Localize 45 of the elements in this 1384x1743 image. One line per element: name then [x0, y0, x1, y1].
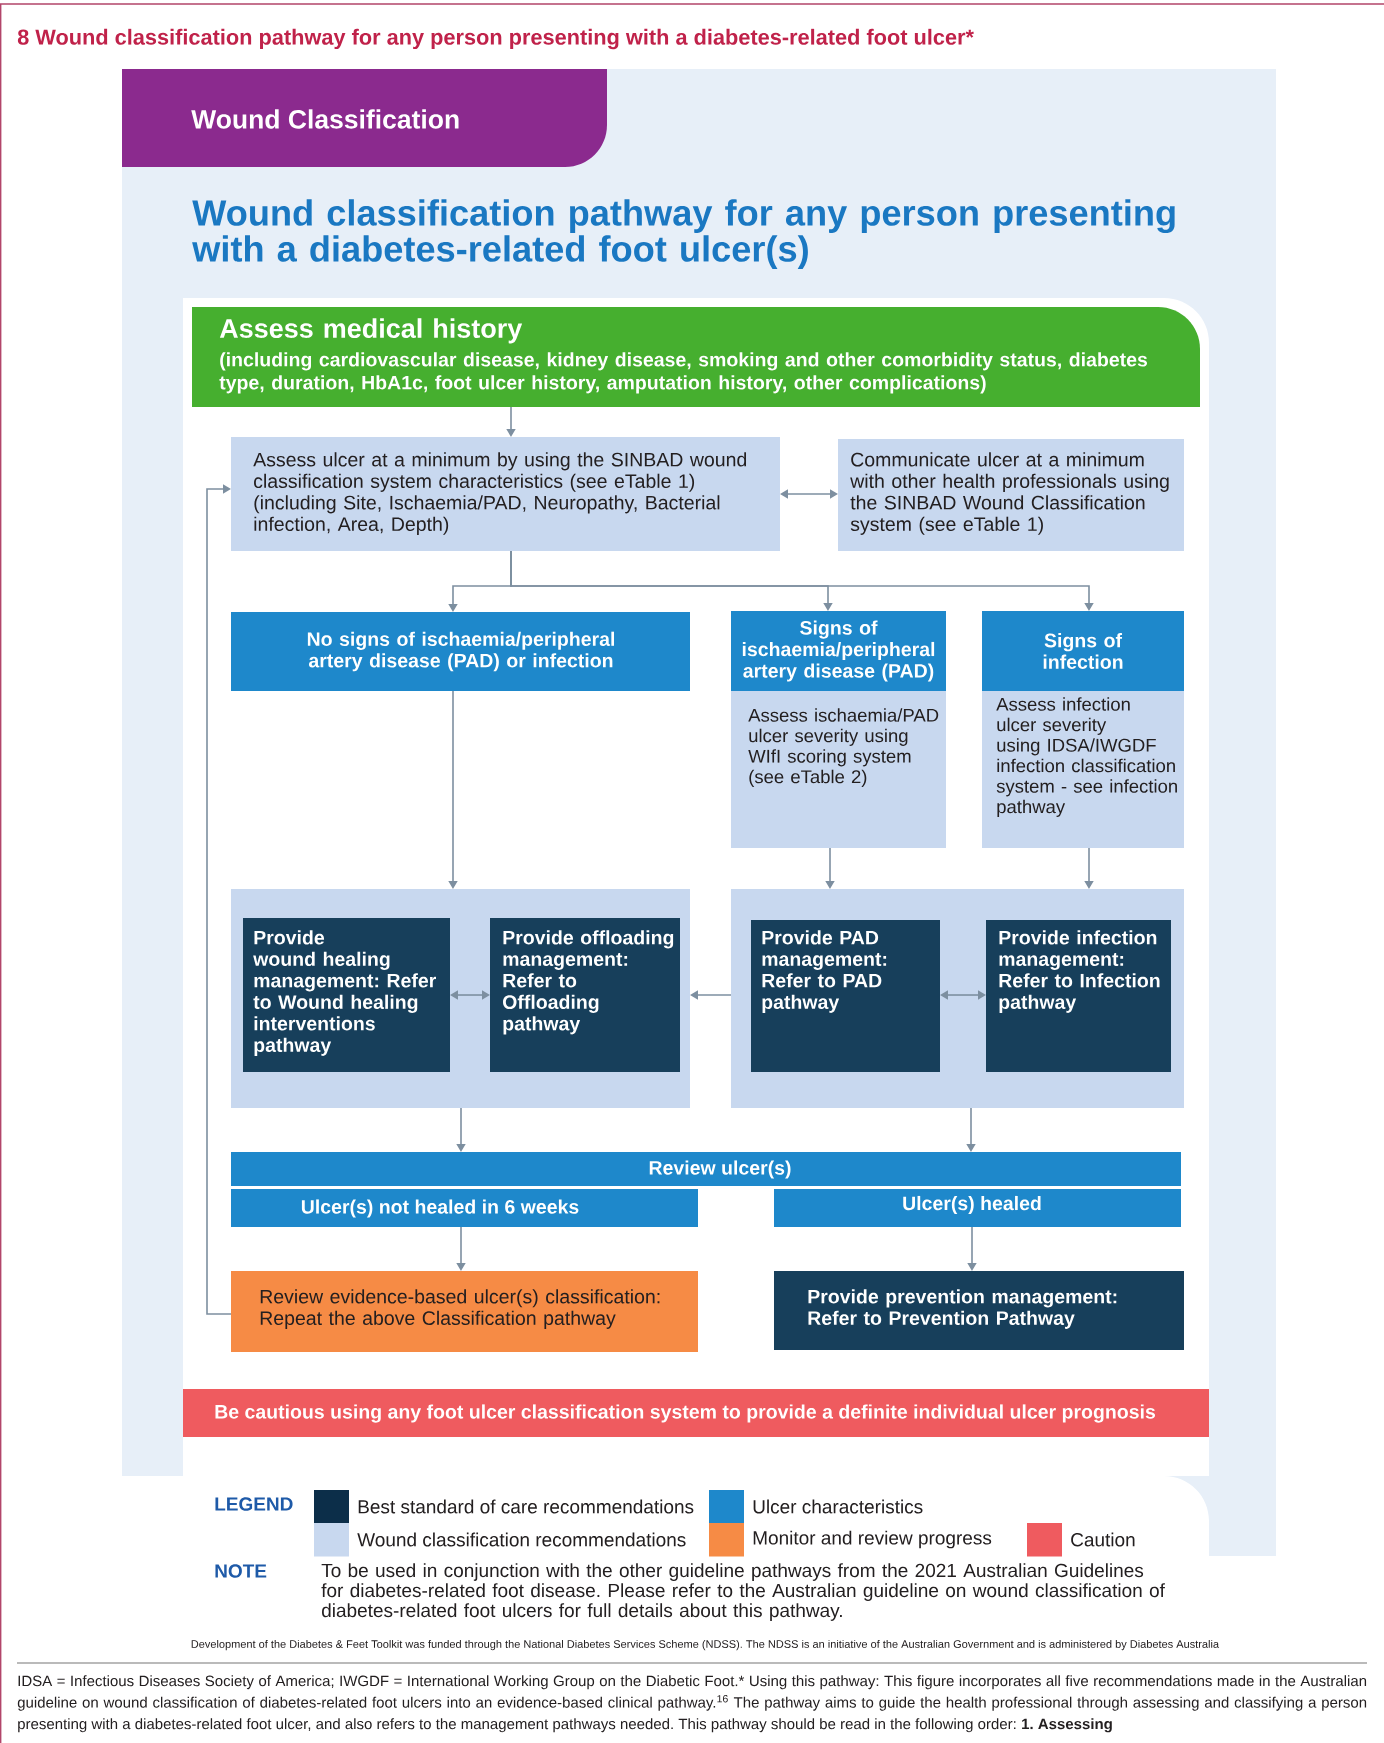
double-arrow: [450, 990, 490, 1000]
note-text: To be used in conjunction with the other guideline pathways from the 2021 Australian Guidelines for diabetes-related foot disease. Please refer to the Australian guideline on wound classification of diabetes-related foot ulcers for full details about this pathway.: [321, 1563, 1165, 1621]
section-tab: Wound Classification: [122, 69, 607, 167]
arrow: [510, 550, 1094, 611]
arrow: [456, 1107, 466, 1152]
arrow: [690, 990, 732, 1000]
assessment-box: Assess infection ulcer severity using IDSA/IWGDF infection classification system - see infection pathway: [982, 691, 1184, 848]
return-arrow: [206, 484, 232, 1315]
assessment-box: Assess ulcer at a minimum by using the SINBAD wound classification system characteristics (see eTable 1) (including Site, Ischaemia/PAD, Neuropathy, Bacterial infection, Area, Depth): [231, 437, 780, 551]
arrow: [506, 406, 516, 437]
legend-label: Wound classification recommendations: [357, 1532, 686, 1547]
double-arrow: [940, 990, 986, 1000]
note-heading: NOTE: [215, 1564, 267, 1578]
arrow: [456, 1226, 466, 1271]
outcome-bar: Ulcer(s) not healed in 6 weeks: [231, 1189, 698, 1227]
history-box: Assess medical history (including cardiovascular disease, kidney disease, smoking and other comorbidity status, diabetes type, duration, HbA1c, foot ulcer history, amputation history, other complications): [192, 307, 1200, 407]
management-box: Provide PAD management: Refer to PAD pathway: [751, 920, 940, 1072]
funding-note: Development of the Diabetes & Feet Toolkit was funded through the National Diabetes Services Scheme (NDSS). The NDSS is an initiative of the Australian Government and is administered by Diabetes Australia: [191, 1639, 1220, 1651]
assessment-box: Communicate ulcer at a minimum with other health professionals using the SINBAD Wound Classification system (see eTable 1): [838, 439, 1184, 551]
finding-box: Signs of infection: [982, 611, 1184, 691]
legend-heading: LEGEND: [215, 1497, 293, 1511]
legend-label: Best standard of care recommendations: [358, 1499, 694, 1514]
finding-box: Signs of ischaemia/peripheral artery disease (PAD): [731, 611, 946, 691]
legend-label: Ulcer characteristics: [753, 1499, 923, 1514]
prevention-box: Provide prevention management: Refer to Prevention Pathway: [774, 1271, 1184, 1350]
arrow: [825, 847, 835, 889]
pathway-heading: Wound classification pathway for any person presenting with a diabetes-related foot ulcer(s): [192, 199, 1175, 269]
arrow: [1084, 847, 1094, 889]
review-bar: Review ulcer(s): [231, 1152, 1181, 1186]
management-box: Provide offloading management: Refer to Offloading pathway: [490, 918, 680, 1072]
figure-title: 8 Wound classification pathway for any person presenting with a diabetes-related foot ulcer*: [17, 28, 974, 50]
figure-caption: IDSA = Infectious Diseases Society of America; IWGDF = International Working Group on the Diabetic Foot.* Using this pathway: This figure incorporates all five recommendations made in the Australian guideline on wound classification of diabetes-related foot ulcers into an evidence-based clinical pathway.$^{16}$ The pathway aims to guide the health professional through assessing and classifying a person presenting with a diabetes-related foot ulcer, and also refers to the management pathways needed. This pathway should be read in the following order: 1. Assessing: [17, 1675, 1367, 1733]
double-arrow: [780, 489, 838, 499]
caution-bar: Be cautious using any foot ulcer classification system to provide a definite individual ulcer prognosis: [183, 1389, 1209, 1437]
finding-box: No signs of ischaemia/peripheral artery disease (PAD) or infection: [231, 612, 690, 691]
review-box: Review evidence-based ulcer(s) classification: Repeat the above Classification pathway: [231, 1271, 698, 1352]
legend-label: Monitor and review progress: [753, 1530, 992, 1549]
management-box: Provide infection management: Refer to Infection pathway: [986, 920, 1171, 1072]
outcome-bar: Ulcer(s) healed: [774, 1189, 1181, 1227]
arrow: [966, 1107, 976, 1152]
assessment-box: Assess ischaemia/PAD ulcer severity using WIfI scoring system (see eTable 2): [731, 691, 946, 848]
legend-label: Caution: [1071, 1532, 1135, 1547]
arrow: [967, 1226, 977, 1271]
arrow: [448, 690, 458, 889]
management-box: Provide wound healing management: Refer to Wound healing interventions pathway: [243, 918, 450, 1072]
